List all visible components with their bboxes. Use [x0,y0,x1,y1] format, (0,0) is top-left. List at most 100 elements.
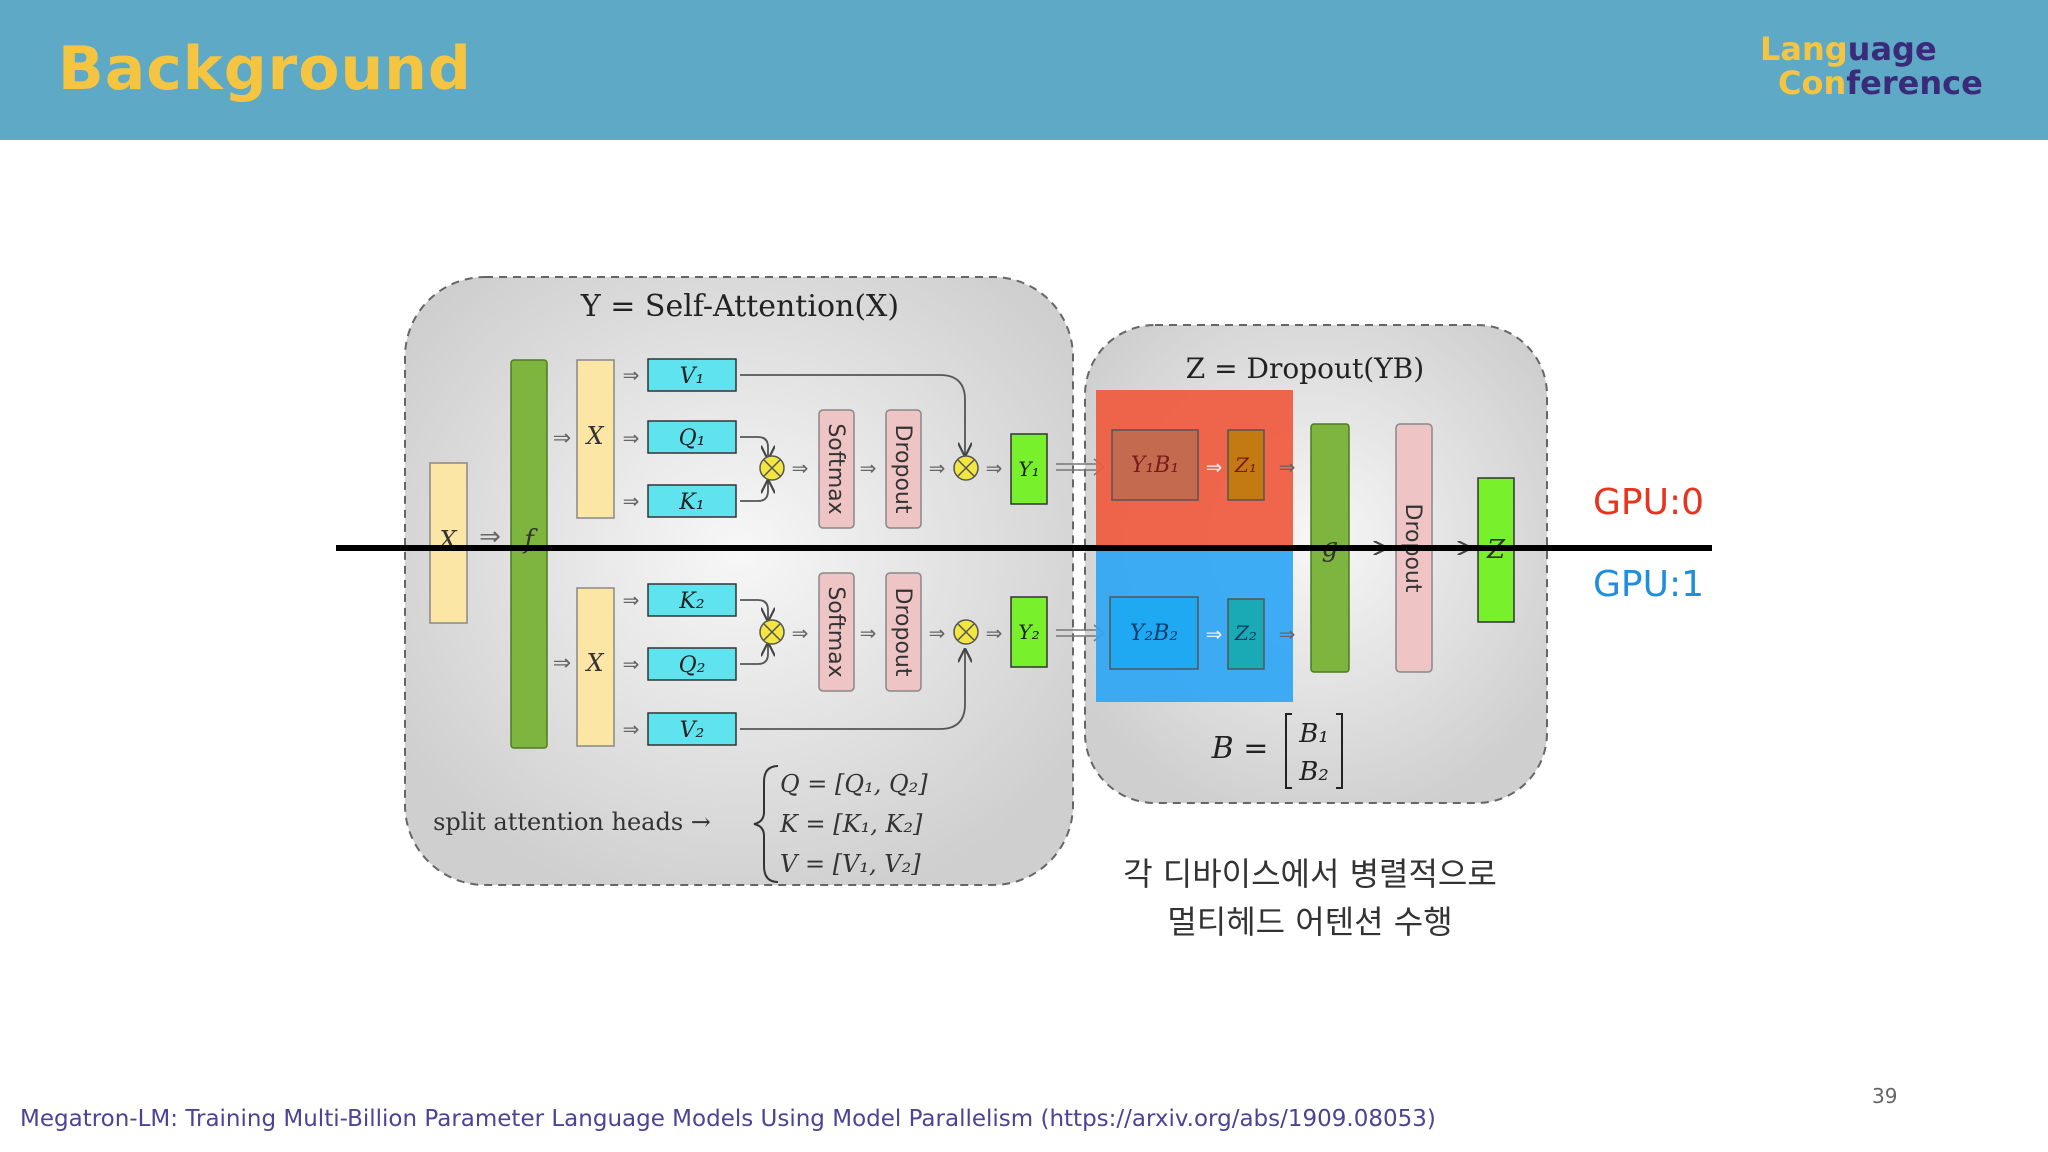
k2-connector [740,599,768,620]
split-eq-v: V = [V₁, V₂] [780,850,921,878]
arrow-glyph: ⇒ [986,621,1003,645]
arrow-glyph: ⇒ [1206,622,1223,646]
split-eq-q: Q = [Q₁, Q₂] [780,770,928,798]
logo-text: Con [1778,64,1847,102]
arrow-glyph: ⇒ [929,621,946,645]
arrow-glyph: ⇒ [623,489,640,513]
bracket-icon [1285,713,1292,789]
caption-line: 각 디바이스에서 병렬적으로 [1123,855,1497,893]
logo-text: Lang [1760,30,1848,68]
k1-connector [740,481,768,502]
y2-label: Y₂ [1018,620,1039,644]
q1-label: Q₁ [679,426,706,451]
b1-label: B₁ [1298,719,1329,749]
arrow-glyph: ⇒ [553,651,571,676]
arrow-to-b1 [1056,463,1096,471]
arrow-glyph: ⇒ [1279,622,1296,646]
brace-icon [753,765,779,883]
x-box-top [576,359,615,519]
arrow-glyph: ⇒ [623,652,640,676]
y2b2-box [1109,596,1199,670]
gpu0-label: GPU:0 [1593,482,1704,523]
split-heads-label: split attention heads → [433,808,711,836]
logo: Language Conference [1760,32,1983,100]
multiply-icon [957,623,975,641]
y1b1-label: Y₁B₁ [1131,453,1179,478]
v1-label: V₁ [680,364,705,389]
f-operator-bar [510,359,548,749]
logo-text: uage [1847,30,1937,68]
arrow-glyph: ⇒ [623,588,640,612]
y1-label: Y₁ [1018,457,1039,481]
x-label-bottom: X [584,649,604,677]
caption-line: 멀티헤드 어텐션 수행 [1167,903,1453,941]
bracket-icon [1336,713,1343,789]
y2b2-label: Y₂B₂ [1130,621,1178,646]
self-attention-panel [404,276,1074,886]
b2-label: B₂ [1298,757,1329,787]
dropout-label-top: Dropout [890,425,915,514]
v1-box [647,358,737,392]
y1-box [1010,433,1048,505]
input-x-box [429,462,468,624]
k1-box [647,484,737,518]
z1-box [1227,429,1265,501]
softmax-box-bottom [818,572,855,692]
z1-label: Z₁ [1234,453,1257,477]
dropout-box-top [885,409,922,529]
arrow-glyph: ⇒ [623,363,640,387]
gpu1-label: GPU:1 [1593,564,1704,605]
z2-box [1227,598,1265,670]
arrow-to-b2 [1056,629,1096,637]
arrow-glyph: ⇒ [792,456,809,480]
softmax-box-top [818,409,855,529]
y2-box [1010,596,1048,668]
softmax-label-bottom: Softmax [823,586,848,677]
v2-box [647,712,737,746]
arrow-glyph: ⇒ [860,621,877,645]
header-bar [0,0,2048,140]
k2-label: K₂ [678,589,704,614]
x-box-bottom [576,587,615,747]
y1b1-box [1111,429,1199,501]
attention-title: Y = Self-Attention(X) [580,289,899,324]
q2-box [647,647,737,681]
slide-title: Background [58,34,472,104]
v1-connector [740,374,965,455]
dropout-label-bottom: Dropout [890,588,915,677]
q1-box [647,420,737,454]
logo-text: ference [1846,64,1983,102]
arrow-glyph: ⇒ [553,426,571,451]
citation: Megatron-LM: Training Multi-Billion Para… [20,1106,1436,1132]
caption: 각 디바이스에서 병렬적으로 멀티헤드 어텐션 수행 [1100,850,1520,946]
arrow-glyph: ⇒ [986,456,1003,480]
split-eq-k: K = [K₁, K₂] [779,810,923,838]
k2-box [647,583,737,617]
softmax-label-top: Softmax [823,423,848,514]
arrow-glyph: ⇒ [623,426,640,450]
v2-label: V₂ [680,718,705,743]
page-number: 39 [1872,1084,1898,1108]
multiply-icon [957,459,975,477]
q2-connector [740,644,768,665]
dropout-box-bottom [885,572,922,692]
z2-label: Z₂ [1234,621,1257,645]
v2-connector [740,650,965,730]
arrow-glyph: ⇒ [1206,455,1223,479]
arrow-glyph: ⇒ [1279,455,1296,479]
arrow-glyph: ⇒ [929,456,946,480]
k1-label: K₁ [678,490,704,515]
arrow-glyph: ⇒ [479,522,501,552]
dropout-title: Z = Dropout(YB) [1186,352,1424,385]
arrow-glyph: ⇒ [860,456,877,480]
gpu-divider-line [336,545,1712,551]
arrow-glyph: ⇒ [792,621,809,645]
x-label-top: X [584,422,604,450]
q2-label: Q₂ [679,653,706,678]
b-equation: B = [1211,731,1269,766]
q1-connector [740,436,768,458]
multiply-icon [763,459,781,477]
arrow-glyph: ⇒ [623,717,640,741]
multiply-icon [763,623,781,641]
